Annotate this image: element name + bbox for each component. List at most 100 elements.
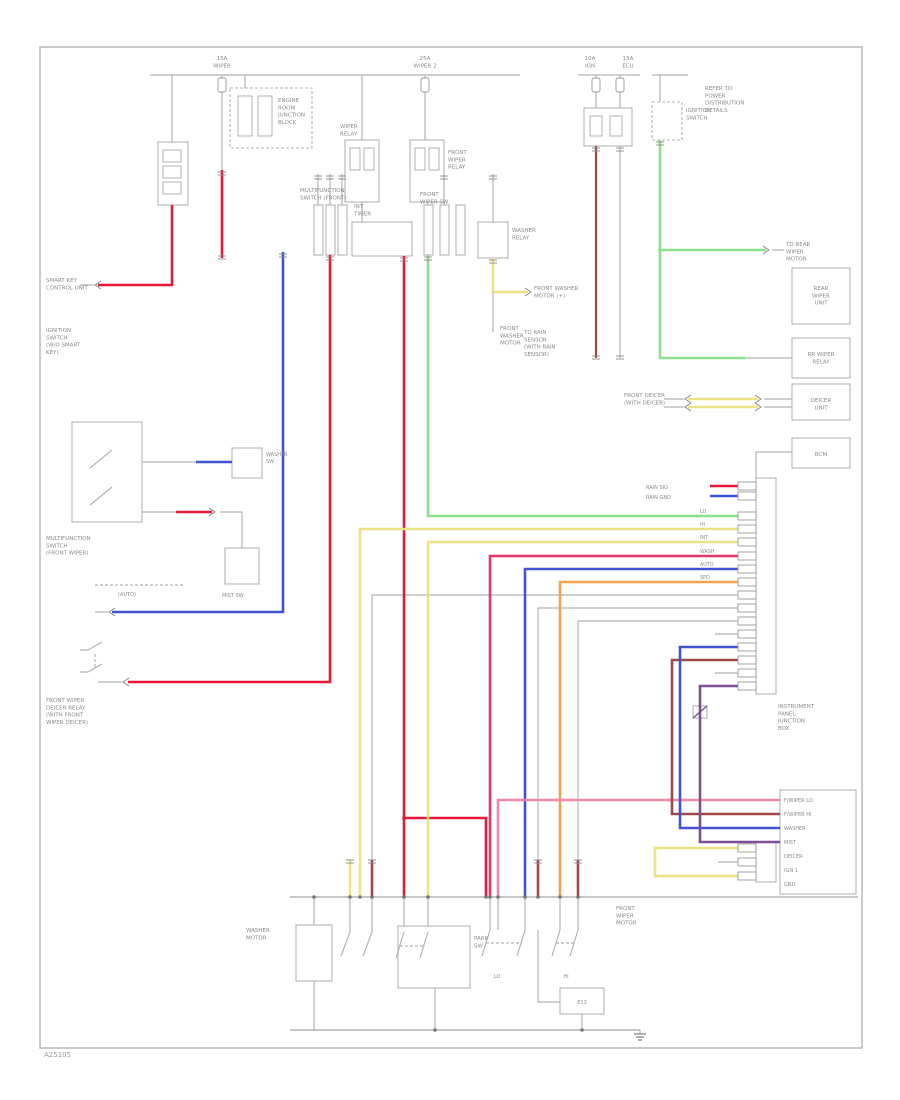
- connector-arrow-icon: [524, 287, 532, 297]
- connector-arrow-icon: [762, 245, 770, 255]
- diagram-label: DEICER: [784, 854, 803, 860]
- component-element: [589, 115, 603, 137]
- diagram-label: RAIN SIG: [646, 485, 668, 491]
- component-box: [71, 421, 143, 523]
- component-box: [351, 221, 413, 257]
- wire-orange: [558, 580, 738, 897]
- connector-pin: [737, 511, 757, 521]
- wire-gray: [537, 607, 738, 897]
- diagram-label: WASHER: [784, 826, 806, 832]
- wire-yellow: [426, 540, 738, 897]
- connector-arrow-icon: [122, 677, 130, 687]
- fuse-symbol: [615, 77, 625, 93]
- wire-maroon: [670, 658, 780, 816]
- connector-pin: [737, 551, 757, 561]
- diagram-label: MIST: [784, 840, 797, 846]
- diagram-label: HI: [700, 522, 705, 528]
- connector-arrow-icon: [754, 402, 762, 412]
- junction-dot: [484, 895, 488, 899]
- junction-dot: [358, 895, 362, 899]
- component-box: [313, 204, 324, 256]
- component-box: [755, 841, 777, 883]
- junction-dot: [426, 895, 430, 899]
- diagram-frame: [39, 46, 863, 1049]
- diagram-code: A25105: [44, 1051, 72, 1059]
- component-element: [428, 147, 440, 171]
- connector-arrow-icon: [684, 402, 692, 412]
- wire-gray: [87, 663, 103, 673]
- diagram-label: GND: [784, 882, 796, 888]
- junction-dot: [523, 895, 527, 899]
- wire-gray: [577, 620, 738, 897]
- wire-gray: [89, 486, 113, 506]
- connector-arrow-icon: [94, 280, 102, 290]
- wire-blue: [112, 252, 285, 614]
- junction-dot: [402, 895, 406, 899]
- diagram-label: WASH: [700, 549, 715, 555]
- component-box: [791, 337, 851, 379]
- wire-gray: [220, 511, 243, 548]
- component-element: [162, 165, 182, 179]
- junction-dot: [348, 895, 352, 899]
- diagram-label: (AUTO): [118, 592, 136, 598]
- diagram-label: INT: [700, 535, 708, 541]
- wire-gray: [89, 449, 113, 469]
- component-box: [231, 447, 263, 479]
- connector-arrow-icon: [684, 394, 692, 404]
- junction-dot: [558, 895, 562, 899]
- connector-pin: [737, 629, 757, 639]
- junction-dot: [496, 895, 500, 899]
- connector-arrow-icon: [754, 394, 762, 404]
- connector-pin: [737, 481, 757, 491]
- junction-dot: [536, 895, 540, 899]
- diagram-label: BCM: [815, 452, 828, 458]
- wire-gray: [371, 594, 738, 897]
- component-element: [414, 147, 426, 171]
- component-box: [295, 924, 333, 982]
- wire-yellow: [491, 258, 528, 294]
- connector-arrow-icon: [108, 607, 116, 617]
- component-box: [755, 477, 777, 695]
- component-element: [349, 147, 361, 171]
- component-box: [791, 267, 851, 325]
- wire-gray: [419, 931, 429, 959]
- wire-purple: [692, 705, 708, 719]
- connector-pin: [737, 524, 757, 534]
- diagram-label: IGN 1: [784, 868, 798, 874]
- fuse-symbol: [591, 77, 601, 93]
- connector-pin: [737, 857, 757, 867]
- diagram-label: AUTO: [700, 562, 714, 568]
- component-element: [162, 149, 182, 163]
- wire-gray: [395, 931, 405, 959]
- wire-green: [658, 140, 745, 360]
- wire-gray: [362, 931, 373, 957]
- connector-pin: [737, 491, 757, 501]
- component-box: [477, 221, 509, 259]
- component-element: [609, 115, 623, 137]
- wire-gray: [537, 930, 560, 1003]
- component-box: [791, 383, 851, 421]
- component-element: [363, 147, 375, 171]
- junction-dot: [433, 1028, 437, 1032]
- connector-pin: [737, 655, 757, 665]
- wire-red: [98, 205, 174, 287]
- fuse-symbol: [420, 77, 430, 93]
- component-box: [325, 204, 336, 256]
- wire-yellow: [358, 527, 738, 897]
